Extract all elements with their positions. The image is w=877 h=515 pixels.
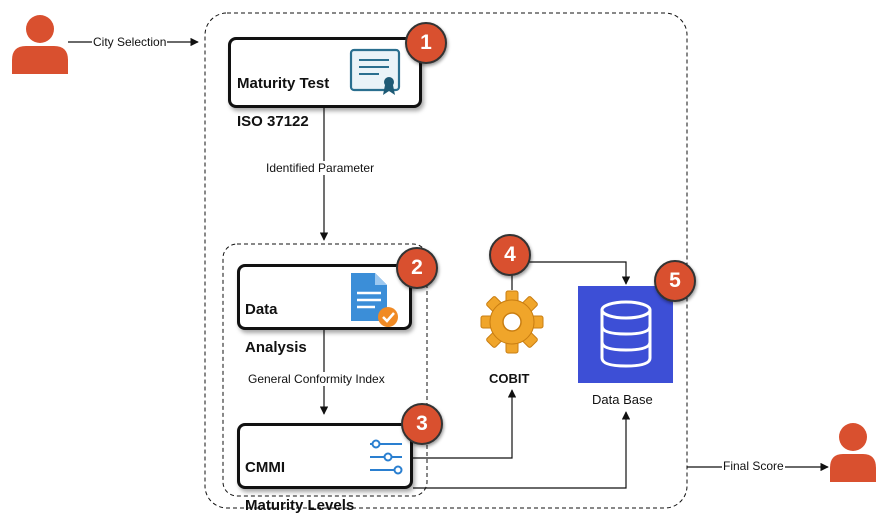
outer-container [204,12,688,509]
inner-container [222,243,428,497]
right-user-icon [830,423,876,482]
maturity-test-subtitle: ISO 37122 [237,113,309,130]
gear-icon[interactable] [478,288,546,356]
maturity-test-title: Maturity Test [237,75,330,92]
certificate-icon [349,48,401,95]
data-analysis-box[interactable]: Data Analysis [237,264,412,356]
general-conformity-index-label: General Conformity Index [247,372,386,386]
identified-parameter-label: Identified Parameter [265,161,376,175]
document-check-icon [351,273,398,327]
cmmi-subtitle: Maturity Levels [245,497,355,514]
final-score-label: Final Score [722,459,785,473]
cmmi-to-database-arrow [413,411,631,489]
database-icon [600,300,652,368]
database-tile[interactable] [578,286,673,383]
badge-2: 2 [396,247,438,289]
maturity-test-box[interactable]: Maturity Test ISO 37122 [228,37,422,130]
cmmi-title: CMMI [245,459,285,476]
data-analysis-title: Data [245,301,278,318]
badge-4: 4 [489,234,531,276]
database-label: Data Base [592,392,653,407]
city-selection-label: City Selection [92,35,168,49]
cobit-to-database-arrow [511,261,631,290]
badge-3: 3 [401,403,443,445]
badge-1: 1 [405,22,447,64]
cmmi-to-cobit-arrow [413,389,517,459]
sliders-icon [370,439,403,475]
data-analysis-subtitle: Analysis [245,339,307,356]
badge-5: 5 [654,260,696,302]
left-user-icon [12,15,68,74]
cobit-label: COBIT [489,371,530,386]
cmmi-box[interactable]: CMMI Maturity Levels [237,423,413,514]
